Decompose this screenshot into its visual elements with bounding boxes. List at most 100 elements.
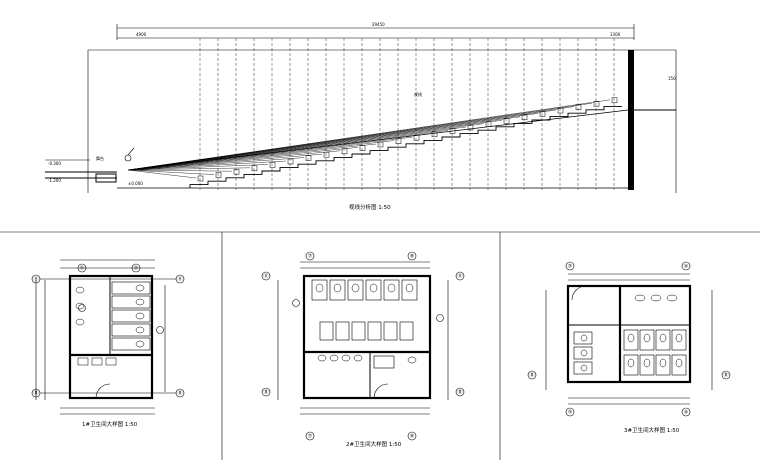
plan-1: ① ② Ⓐ Ⓑ Ⓐ Ⓑ 1#卫生间大样图 1:50 [31,259,185,428]
toilet-stall [671,329,687,351]
seat-mark [323,151,330,158]
toilet-fixture [580,334,588,342]
sight-line [127,147,359,171]
wash-basin [91,357,103,366]
toilet-stall [399,321,414,341]
toilet-stall [311,279,328,301]
sight-line [127,109,629,171]
axis-label: Ⓑ [263,389,268,396]
wash-basin [77,357,89,366]
toilet-stall [111,281,151,295]
toilet-fixture [369,283,378,293]
toilet-fixture [333,283,342,293]
axis-label: ⑧ [410,254,415,260]
sight-line [127,99,611,171]
toilet-fixture [135,326,145,334]
seat-mark [503,117,510,124]
toilet-fixture [135,340,145,348]
toilet-stall [335,321,350,341]
toilet-stall [351,321,366,341]
toilet-stall [573,331,593,345]
toilet-stall [383,279,400,301]
seat-mark [377,141,384,148]
sight-line [127,169,215,175]
stepped-seating [117,97,628,189]
axis-label: ② [134,266,139,272]
plan-outline [68,274,154,400]
toilet-stall [639,354,655,376]
toilet-fixture [580,364,588,372]
seat-mark [449,128,456,134]
toilet-stall [671,354,687,376]
toilet-stall [347,279,364,301]
row-guide-lines [199,38,615,190]
toilet-fixture [405,283,414,293]
sight-line [127,154,323,171]
toilet-fixture [75,302,85,310]
svg-text:视线: 视线 [414,91,422,97]
seat-mark [431,131,438,138]
svg-text:-0.300: -0.300 [48,161,61,166]
axis-label: ④ [684,410,689,416]
sight-line [127,150,341,171]
toilet-stall [367,321,382,341]
toilet-stall [655,354,671,376]
seating-steps [189,105,622,188]
axis-label: Ⓐ [33,276,38,283]
axis-label: Ⓐ [457,273,462,280]
seat-mark [539,111,546,117]
toilet-stall [319,321,334,341]
toilet-stall [365,279,382,301]
plan-3: ③ ④ Ⓑ Ⓑ ③ ④ 3#卫生间大样图 1:50 [527,261,731,434]
plan-caption: 3#卫生间大样图 1:50 [624,426,680,434]
axis-label: Ⓑ [33,390,38,397]
axis-label: Ⓑ [529,372,534,379]
seat-mark [557,107,564,114]
right-wall [628,50,634,190]
toilet-fixture [135,298,145,306]
plan-caption: 2#卫生间大样图 1:50 [346,440,402,448]
toilet-fixture [627,358,635,368]
svg-text:舞台: 舞台 [96,155,104,161]
seat-mark [305,155,312,161]
axis-label: Ⓐ [177,276,182,283]
wash-basin [317,354,327,362]
seat-mark [611,97,618,104]
sight-line [127,169,233,172]
toilet-stall [573,346,593,360]
wash-basin [666,294,678,302]
sight-line [127,160,287,171]
plan-outline [302,274,432,400]
axis-label: Ⓑ [177,390,182,397]
wash-basin [634,294,646,302]
seat-mark [467,124,474,131]
toilet-stall [573,361,593,375]
sight-point-marker [124,154,132,162]
axis-label: ④ [684,264,689,270]
toilet-fixture [675,333,683,343]
wash-basin [341,354,351,362]
axis-label: Ⓑ [457,389,462,396]
wash-basin [105,357,117,366]
svg-text:±0.000: ±0.000 [128,181,143,186]
axis-label: ③ [568,410,572,416]
toilet-stall [383,321,398,341]
section-title: 视线分析图 1:50 [349,203,391,211]
seat-mark [251,165,258,172]
axis-label: Ⓐ [263,273,268,280]
toilet-fixture [675,358,683,368]
toilet-fixture [643,333,651,343]
left-dim-label: 4900 [136,32,147,37]
seat-mark [215,172,222,178]
sightline-section: 29450 4900 1300 150 -0.300 -1.200 ±0.000… [45,22,677,211]
wash-basin [650,294,662,302]
seat-mark [485,121,492,127]
toilet-stall [623,329,639,351]
axis-label: Ⓑ [723,372,728,379]
toilet-stall [623,354,639,376]
toilet-stall [111,323,151,337]
wash-basin [329,354,339,362]
toilet-fixture [659,358,667,368]
toilet-stall [111,309,151,323]
